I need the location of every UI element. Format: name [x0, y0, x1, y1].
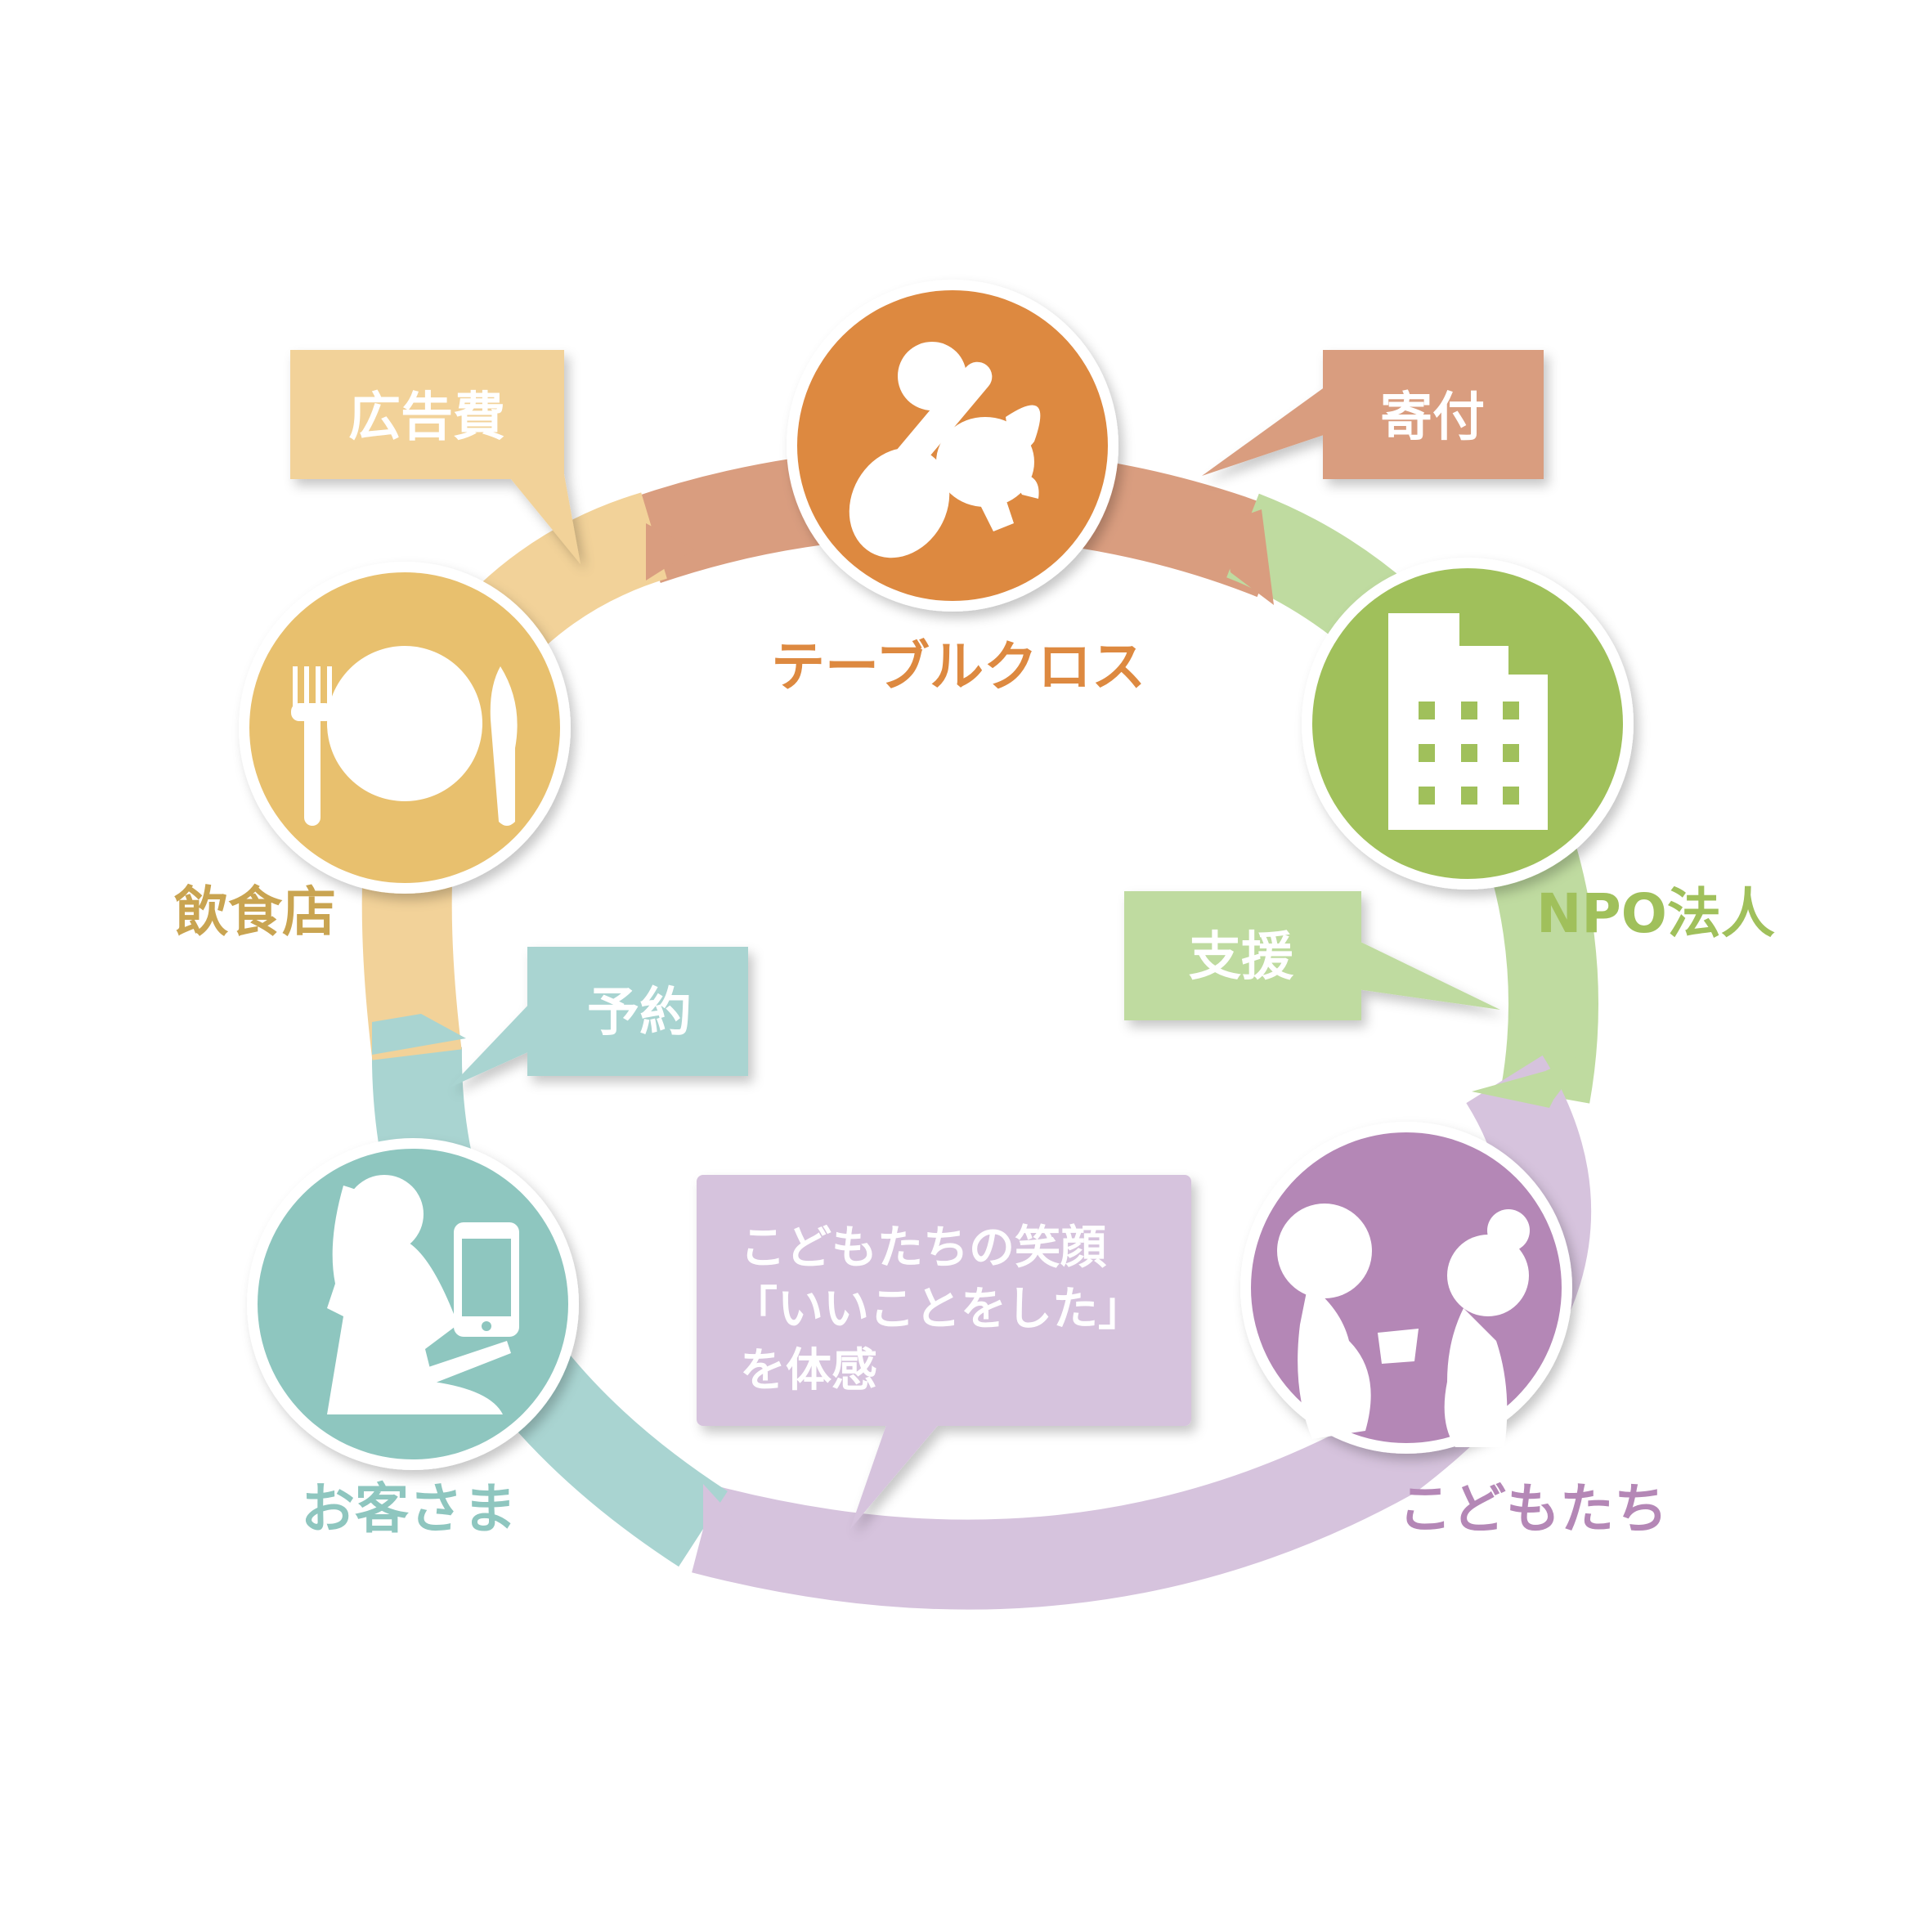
arrow-green-to-purple [1472, 1051, 1590, 1108]
node-customer-label: お客さま [301, 1477, 517, 1540]
node-customer [247, 1138, 579, 1470]
arrow-purple-tip [703, 1484, 744, 1574]
building-icon [1388, 613, 1548, 830]
children-icon [1277, 1204, 1530, 1447]
bubble-smile-line1: こどもたちの笑顔 [740, 1222, 1107, 1275]
customer-phone-icon [327, 1175, 519, 1414]
node-restaurant-label: 飲食店 [174, 881, 336, 944]
node-restaurant [239, 562, 571, 894]
bubble-ad-label: 広告費 [348, 388, 505, 448]
bubble-reserve-label: 予約 [587, 983, 692, 1043]
node-children [1240, 1122, 1572, 1454]
arrow-teal-to-yellow [372, 1014, 466, 1055]
bubble-donation [1202, 350, 1544, 479]
cupid-spoon-icon [849, 342, 1041, 558]
bubble-donation-label: 寄付 [1380, 388, 1485, 448]
arrow-salmon-to-green [1222, 509, 1274, 605]
bubble-reserve [450, 947, 748, 1087]
node-npo-label: NPO法人 [1536, 882, 1775, 945]
node-tablecross [787, 280, 1118, 612]
arrow-yellow-to-salmon [646, 523, 695, 580]
ring-arrows [372, 509, 1590, 1574]
bubble-smile [697, 1175, 1191, 1529]
bubble-support [1124, 891, 1500, 1020]
bubble-ad [290, 350, 580, 564]
bubble-smile-line2: 「いいことをした」 [732, 1283, 1144, 1336]
bubble-support-label: 支援 [1189, 927, 1294, 988]
node-npo [1302, 558, 1634, 890]
node-tablecross-label: テーブルクロス [771, 635, 1145, 698]
plate-fork-knife-icon [291, 646, 518, 826]
bubble-smile-line3: を体感 [740, 1344, 877, 1397]
node-children-label: こどもたち [1398, 1477, 1668, 1540]
